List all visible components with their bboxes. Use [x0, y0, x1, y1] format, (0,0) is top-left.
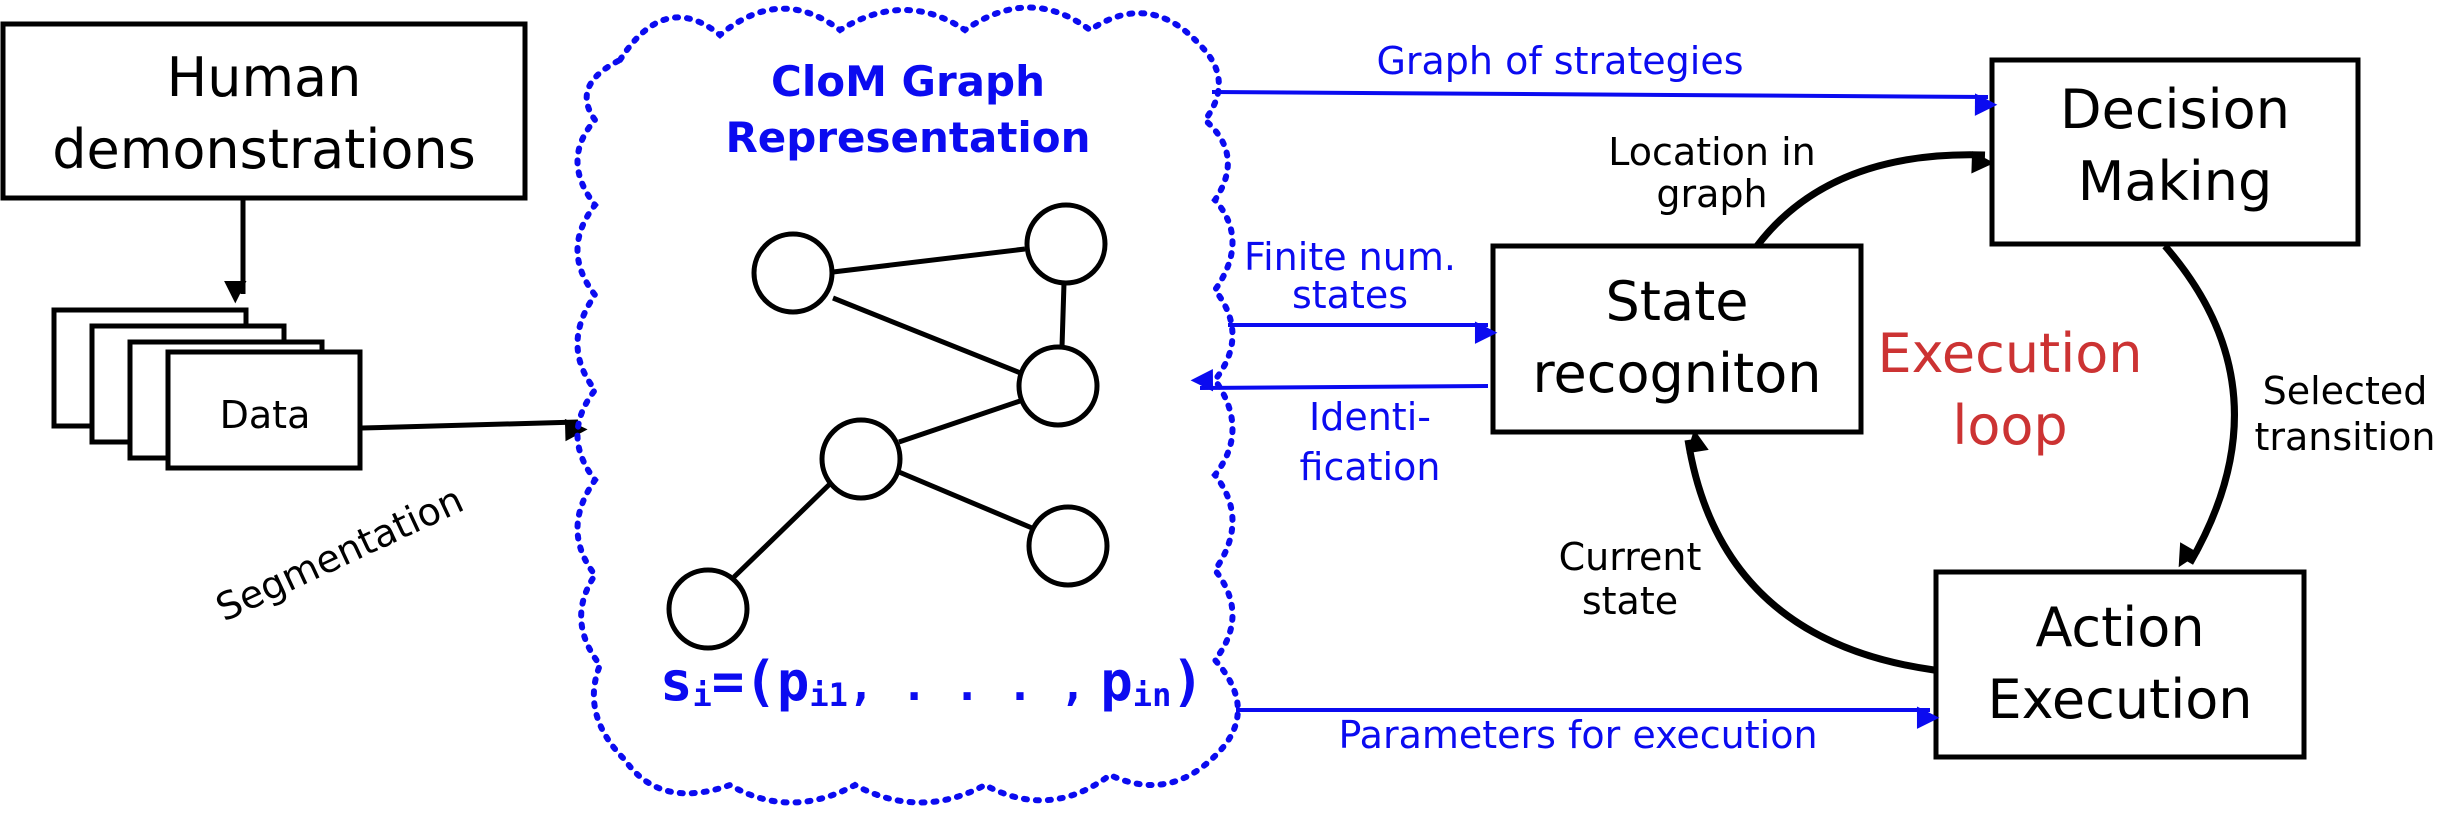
arrow-identification: [1190, 369, 1489, 392]
data-label: Data: [220, 393, 311, 437]
cloud-title-line2: Representation: [725, 113, 1090, 162]
graph-node: [1016, 344, 1100, 428]
action-label-line2: Execution: [1988, 668, 2253, 731]
graph-node: [751, 231, 835, 315]
arrow-location-in-graph: [1754, 151, 1995, 249]
current-label-line1: Current: [1559, 535, 1702, 579]
graph-edge: [832, 295, 1024, 377]
action-label-line1: Action: [2035, 596, 2204, 659]
human-label-line2: demonstrations: [52, 118, 476, 181]
arrow-data-to-cloud: [361, 418, 588, 442]
cloud-title-line1: CloM Graph: [771, 57, 1045, 106]
decision-label-line2: Making: [2078, 150, 2272, 213]
segmentation-label: Segmentation: [209, 477, 470, 630]
graph-edge: [832, 246, 1026, 275]
location-label-line2: graph: [1656, 172, 1767, 216]
graph-edge: [898, 469, 1033, 531]
human-label-line1: Human: [167, 46, 362, 109]
graph-node: [819, 417, 903, 501]
graph-node: [1026, 504, 1110, 588]
graph-edges: [732, 246, 1067, 579]
state-label-line2: recogniton: [1533, 342, 1822, 405]
graph-node: [1024, 202, 1108, 286]
graph-edge: [732, 477, 837, 579]
location-label-line1: Location in: [1608, 130, 1815, 174]
decision-making-box: Decision Making: [1989, 57, 2361, 247]
graph-edge: [1059, 282, 1067, 348]
graph-of-strategies-label: Graph of strategies: [1376, 39, 1743, 83]
decision-label-line1: Decision: [2060, 78, 2290, 141]
state-label-line1: State: [1606, 270, 1749, 333]
selected-label-line2: transition: [2254, 415, 2435, 459]
selected-label-line1: Selected: [2263, 369, 2428, 413]
human-demonstrations-box: Human demonstrations: [0, 21, 528, 201]
finite-states-label-line1: Finite num.: [1244, 235, 1456, 279]
arrow-selected-transition: [2162, 243, 2238, 568]
identification-label-line1: Identi-: [1309, 395, 1431, 439]
state-formula: si=(pi1, . . . ,pin): [660, 650, 1204, 714]
graph-nodes: [666, 202, 1110, 651]
parameters-label: Parameters for execution: [1338, 713, 1817, 757]
execution-loop-label-line1: Execution: [1878, 322, 2143, 385]
graph-node: [666, 567, 750, 651]
finite-states-label-line2: states: [1292, 273, 1408, 317]
arrow-current-state: [1684, 429, 1935, 674]
identification-label-line2: fication: [1300, 445, 1441, 489]
execution-loop-label-line2: loop: [1952, 394, 2067, 457]
state-recognition-box: State recogniton: [1490, 243, 1864, 435]
action-execution-box: Action Execution: [1933, 569, 2307, 760]
arrow-graph-of-strategies: [1211, 90, 1998, 116]
current-label-line2: state: [1582, 579, 1678, 623]
graph-edge: [898, 398, 1021, 445]
data-stack: Data: [51, 307, 363, 471]
cloud-outline: [574, 4, 1241, 806]
